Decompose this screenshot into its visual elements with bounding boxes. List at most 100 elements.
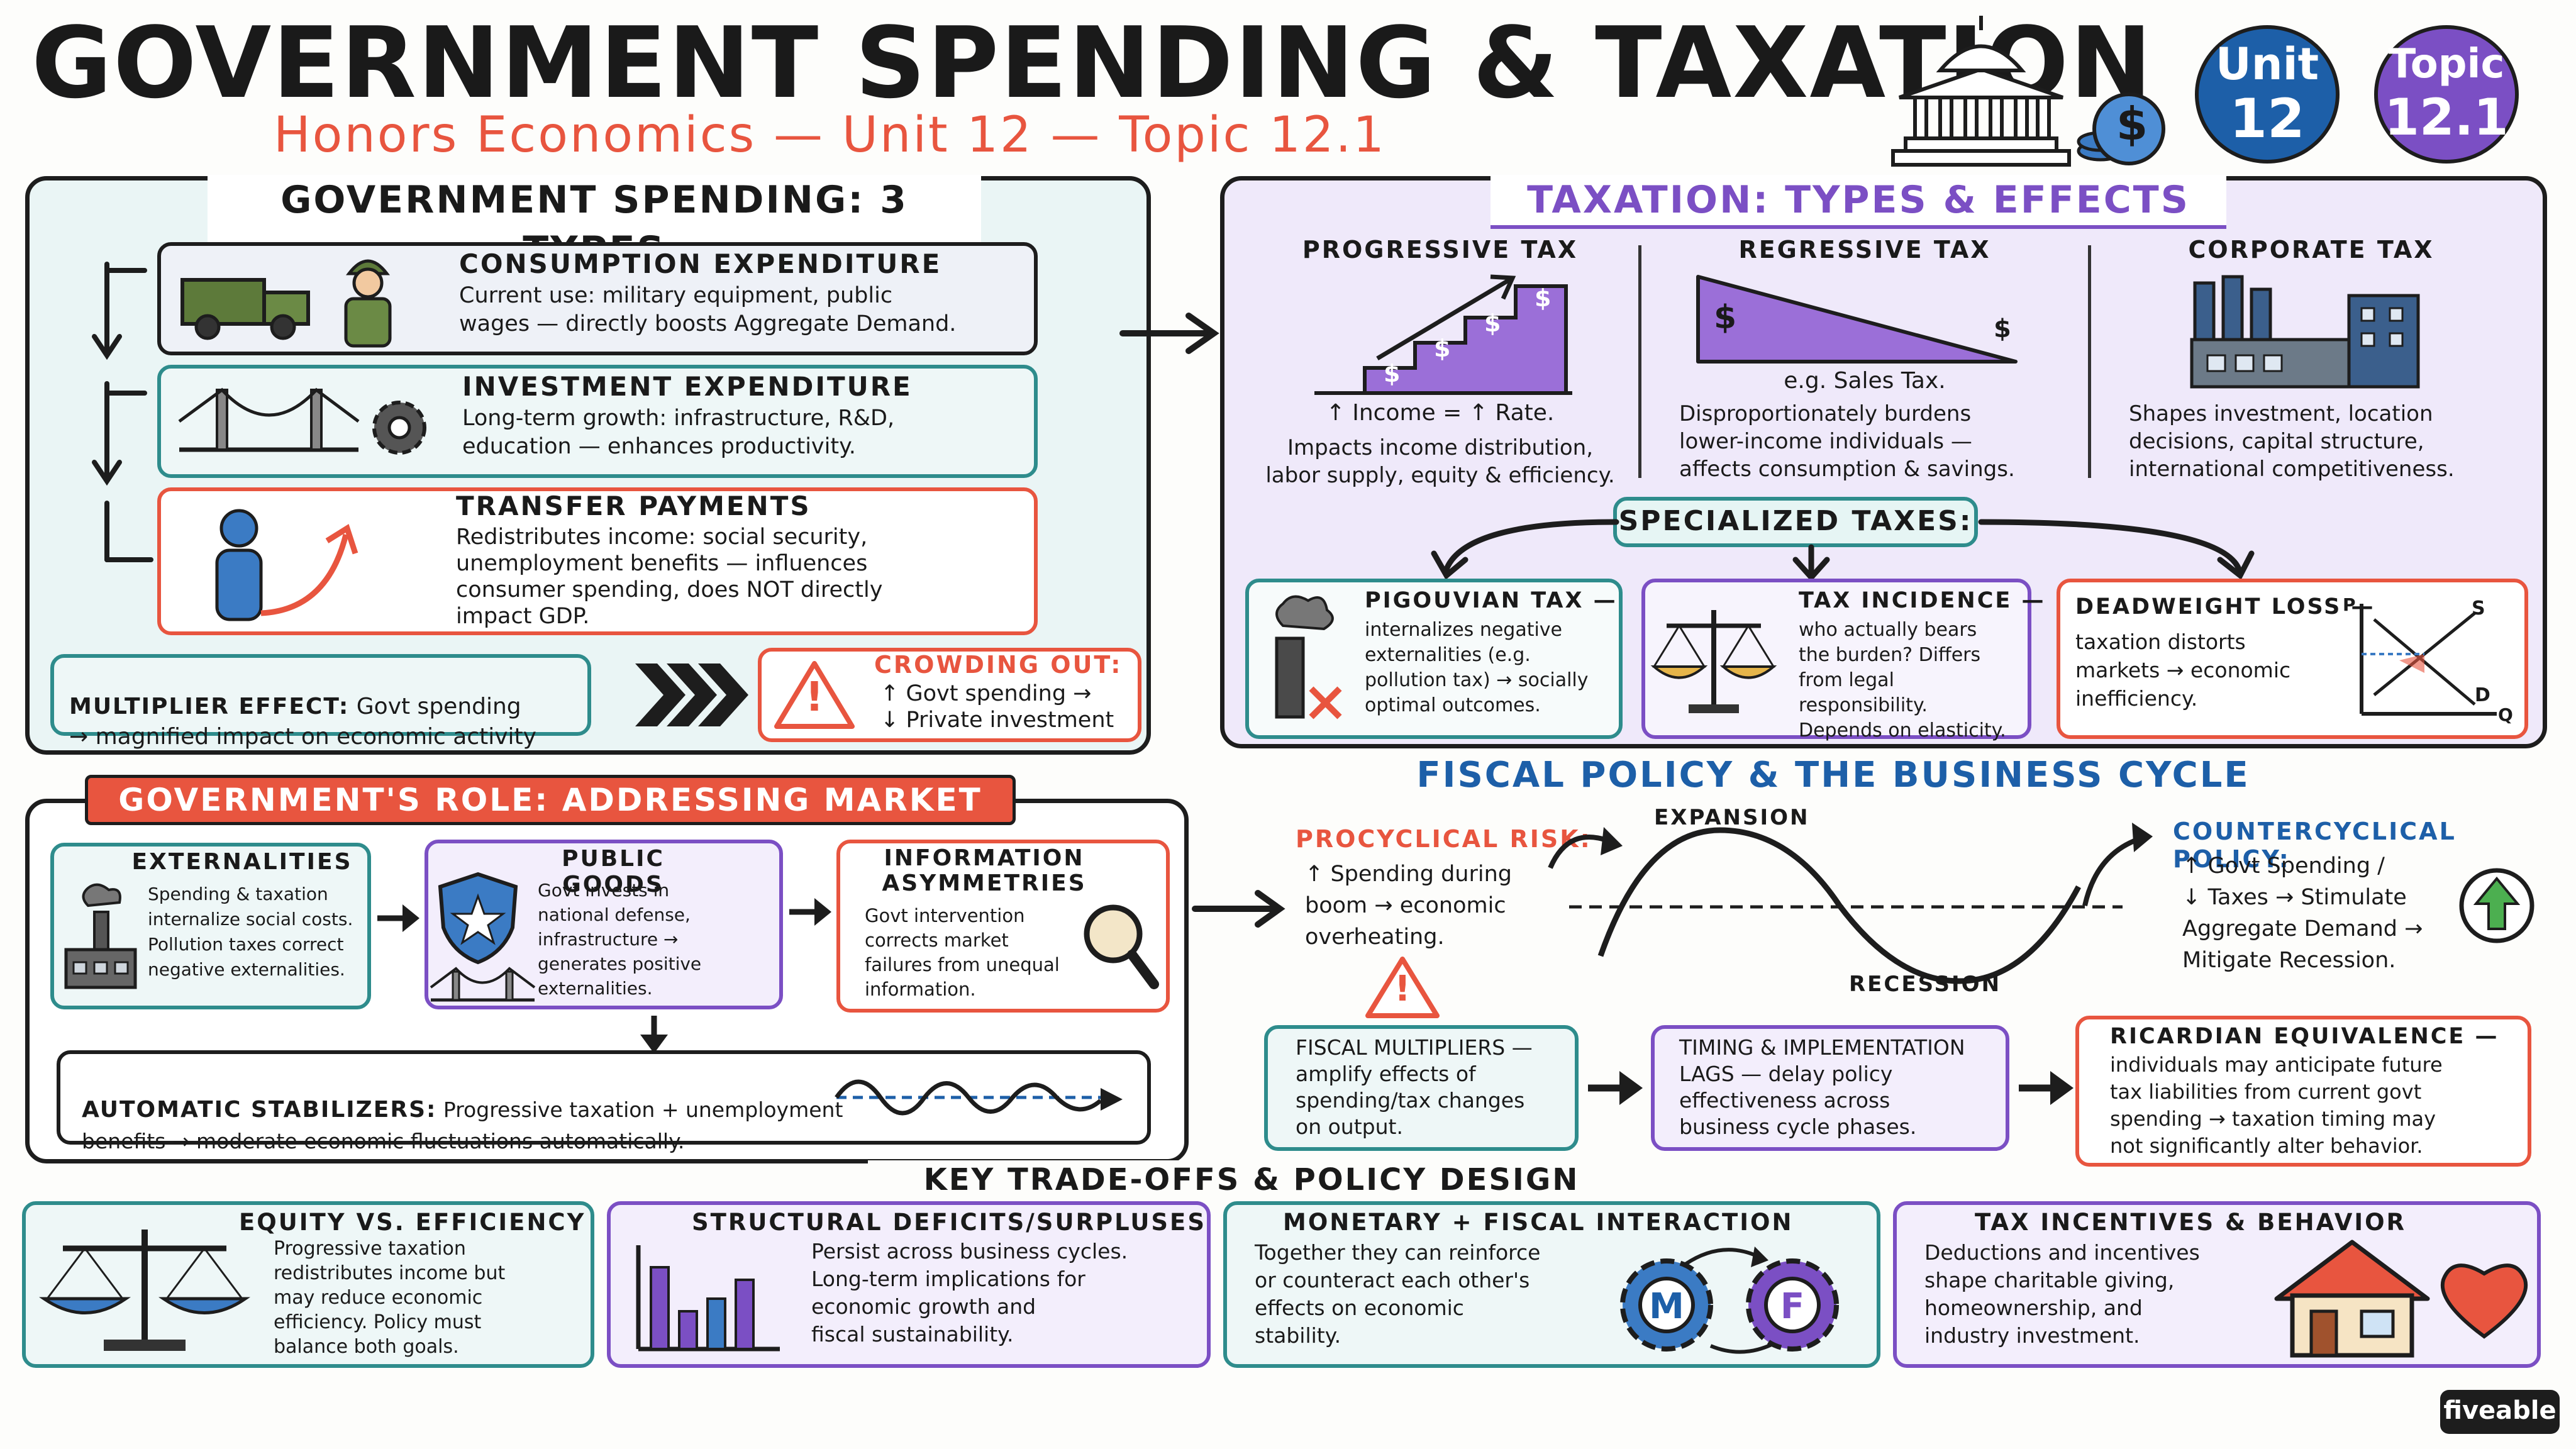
monetary-text: Together they can reinforce or counterac…	[1255, 1240, 1541, 1348]
procyclical-title: PROCYCLICAL RISK:	[1296, 825, 1592, 853]
heart-icon	[2440, 1263, 2528, 1339]
market-failures-title: GOVERNMENT'S ROLE: ADDRESSING MARKET FAI…	[85, 775, 1016, 862]
stabilizers-title: AUTOMATIC STABILIZERS:	[82, 1097, 437, 1123]
specialized-branch-arrows	[1431, 519, 2255, 582]
info-asymmetry-text: Govt intervention corrects market failur…	[865, 905, 1060, 1000]
taxation-panel-title: TAXATION: TYPES & EFFECTS	[1491, 175, 2226, 229]
business-cycle-wave	[1548, 823, 2153, 984]
supply-demand-graph	[2360, 604, 2497, 716]
failure-arrow-1	[377, 904, 419, 932]
regressive-dollar-large: $	[1714, 299, 1737, 336]
progressive-tax-title: PROGRESSIVE TAX	[1302, 236, 1579, 264]
ricardian-text: individuals may anticipate future tax li…	[2110, 1053, 2443, 1158]
countercyclical-title: COUNTERCYCLICAL POLICY:	[2173, 818, 2457, 873]
fiscal-multipliers-card	[1264, 1025, 1579, 1151]
house-icon	[2274, 1240, 2430, 1358]
deadweight-title: DEADWEIGHT LOSS —	[2075, 594, 2375, 619]
countercyclical-text: ↑ Govt Spending / ↓ Taxes → Stimulate Ag…	[2182, 853, 2423, 973]
procyclical-text: ↑ Spending during boom → economic overhe…	[1305, 862, 1512, 950]
fiscal-title: FISCAL POLICY & THE BUSINESS CYCLE	[1416, 755, 2250, 796]
ricardian-card	[2075, 1016, 2531, 1167]
capitol-building-icon	[1891, 16, 2071, 167]
crowding-out-text: ↑ Govt spending → ↓ Private investment	[880, 681, 1114, 733]
multiplier-card	[50, 654, 591, 736]
spending-flow-arrows	[92, 262, 153, 562]
investment-text: Long-term growth: infrastructure, R&D, e…	[462, 406, 895, 459]
stabilizers-body: Progressive taxation + unemployment bene…	[82, 1097, 843, 1153]
magnifying-glass-icon	[1084, 904, 1159, 989]
transfer-title: TRANSFER PAYMENTS	[456, 491, 811, 521]
topic-badge-label: Topic	[2388, 41, 2505, 87]
incentives-card	[1893, 1201, 2541, 1368]
corporate-tax-title: CORPORATE TAX	[2188, 236, 2434, 264]
public-goods-title: PUBLIC GOODS	[562, 846, 665, 897]
consumption-title: CONSUMPTION EXPENDITURE	[459, 248, 942, 279]
progressive-tax-text: Impacts income distribution, labor suppl…	[1265, 435, 1615, 488]
equity-scale-icon	[38, 1230, 251, 1351]
up-arrow-circle-icon	[2459, 868, 2534, 943]
equity-card	[22, 1201, 594, 1368]
stabilizer-wave-icon	[835, 1079, 1123, 1116]
tradeoffs-title: KEY TRADE-OFFS & POLICY DESIGN	[868, 1160, 1635, 1199]
monetary-title: MONETARY + FISCAL INTERACTION	[1283, 1209, 1794, 1236]
soldier-icon	[344, 259, 392, 348]
unit-badge-label: Unit	[2215, 38, 2319, 90]
coin-dollar-label: $	[2116, 97, 2148, 150]
topic-badge-value: 12.1	[2384, 88, 2509, 147]
warning-triangle-icon	[774, 661, 855, 729]
recession-label: RECESSION	[1849, 972, 2002, 997]
expansion-label: EXPANSION	[1654, 805, 1810, 830]
fiscal-entry-arrow	[1192, 890, 1285, 928]
regressive-tax-text: Disproportionately burdens lower-income …	[1679, 401, 2015, 482]
procyclical-warning-mark: !	[1394, 969, 1411, 1009]
crowding-out-title: CROWDING OUT:	[874, 651, 1123, 679]
transfer-card	[157, 487, 1038, 635]
coins-icon	[2077, 92, 2165, 165]
polluting-factory-icon	[64, 883, 137, 989]
graph-label-d: D	[2475, 684, 2490, 706]
regressive-dollar-small: $	[1994, 314, 2011, 343]
info-asymmetry-title: INFORMATION ASYMMETRIES	[882, 845, 1087, 896]
equity-text: Progressive taxation redistributes incom…	[274, 1238, 506, 1358]
progressive-stairs-icon	[1314, 274, 1572, 395]
panel-connector-arrow	[1119, 313, 1219, 354]
gear-icon	[372, 401, 426, 455]
small-bridge-icon	[430, 967, 536, 1002]
person-arrow-icon	[215, 509, 358, 621]
ricardian-title: RICARDIAN EQUIVALENCE —	[2110, 1024, 2499, 1049]
investment-card	[157, 365, 1038, 478]
graph-label-s: S	[2472, 597, 2485, 619]
smokestack-icon	[1275, 595, 1342, 719]
incidence-text: who actually bears the burden? Differs f…	[1799, 619, 2006, 741]
progressive-dollar-1: $	[1384, 360, 1401, 387]
bar-chart-icon	[636, 1245, 780, 1352]
deficits-title: STRUCTURAL DEFICITS/SURPLUSES	[692, 1209, 1206, 1236]
triple-chevron-arrow-icon	[635, 663, 748, 726]
multiplier-text: MULTIPLIER EFFECT: Govt spending → magni…	[69, 662, 585, 752]
fiveable-logo: fiveable	[2440, 1390, 2560, 1434]
progressive-dollar-2: $	[1434, 335, 1451, 362]
page-title: GOVERNMENT SPENDING & TAXATION	[31, 6, 2153, 120]
pigouvian-text: internalizes negative externalities (e.g…	[1365, 619, 1589, 716]
gears-icon	[1620, 1246, 1839, 1354]
graph-axis-q: Q	[2498, 704, 2513, 725]
timing-lags-text: TIMING & IMPLEMENTATION LAGS — delay pol…	[1679, 1035, 1965, 1139]
stabilizers-text: AUTOMATIC STABILIZERS: Progressive taxat…	[82, 1063, 855, 1157]
shield-star-icon	[438, 872, 518, 965]
fiscal-arrow-1	[1588, 1071, 1643, 1105]
tax-divider-1	[1638, 245, 1641, 478]
tax-divider-2	[2088, 245, 2091, 478]
gear-m-label: M	[1649, 1286, 1684, 1327]
incentives-text: Deductions and incentives shape charitab…	[1924, 1240, 2200, 1348]
incentives-title: TAX INCENTIVES & BEHAVIOR	[1975, 1209, 2407, 1236]
regressive-tax-title: REGRESSIVE TAX	[1738, 236, 1991, 264]
consumption-text: Current use: military equipment, public …	[459, 283, 957, 336]
regressive-example: e.g. Sales Tax.	[1784, 368, 1946, 394]
multiplier-body: Govt spending → magnified impact on econ…	[69, 694, 536, 750]
bridge-icon	[178, 387, 360, 452]
timing-lags-card	[1651, 1025, 2009, 1151]
progressive-dollar-3: $	[1484, 309, 1501, 337]
public-goods-text: Govt invests in national defense, infras…	[538, 880, 702, 999]
balance-scale-icon	[1650, 610, 1777, 713]
progressive-tax-formula: ↑ Income = ↑ Rate.	[1326, 400, 1555, 426]
